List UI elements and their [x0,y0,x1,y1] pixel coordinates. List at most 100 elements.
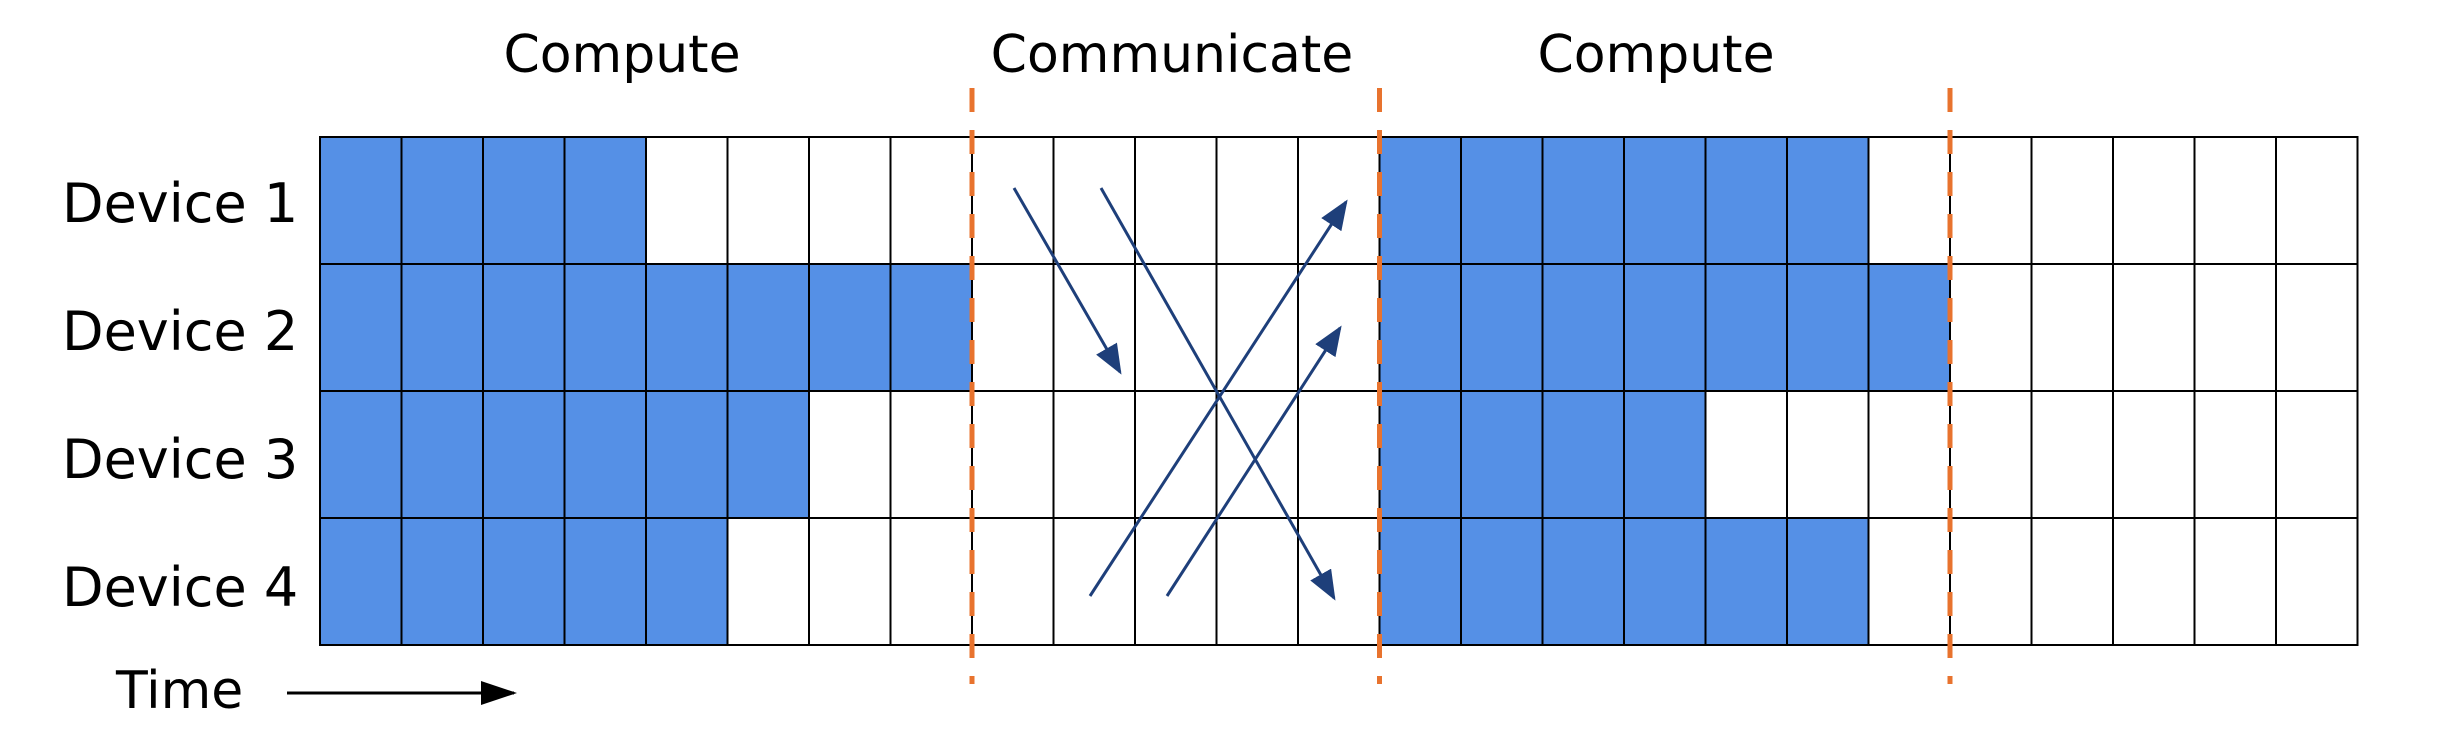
grid-cell-d1-t3-busy [482,136,566,265]
grid-cell-d3-t4-busy [563,390,647,519]
grid-cell-d1-t22-idle [2030,136,2114,265]
grid-cell-d3-t1-busy [319,390,403,519]
grid-cell-d1-t11-idle [1134,136,1218,265]
grid-cell-d4-t23-idle [2112,517,2196,646]
grid-cell-d3-t20-idle [1867,390,1951,519]
grid-cell-d3-t24-idle [2193,390,2277,519]
grid-cell-d3-t18-idle [1704,390,1788,519]
grid-cell-d4-t1-busy [319,517,403,646]
grid-cell-d2-t15-busy [1460,263,1544,392]
grid-cell-d2-t8-busy [889,263,973,392]
device-label-2: Device 2 [62,300,298,363]
grid-cell-d1-t5-idle [645,136,729,265]
grid-cell-d1-t20-idle [1867,136,1951,265]
grid-cell-d3-t10-idle [1052,390,1136,519]
grid-cell-d1-t14-busy [1378,136,1462,265]
grid-cell-d2-t7-busy [808,263,892,392]
grid-cell-d1-t18-busy [1704,136,1788,265]
grid-cell-d4-t16-busy [1541,517,1625,646]
grid-cell-d1-t2-busy [400,136,484,265]
grid-cell-d4-t4-busy [563,517,647,646]
timeline-grid [319,136,2359,646]
grid-cell-d3-t2-busy [400,390,484,519]
grid-cell-d2-t5-busy [645,263,729,392]
grid-cell-d4-t9-idle [971,517,1055,646]
grid-cell-d1-t15-busy [1460,136,1544,265]
grid-cell-d4-t12-idle [1215,517,1299,646]
transfer-arrow-device4-to-device1 [1088,199,1348,597]
grid-cell-d1-t1-busy [319,136,403,265]
grid-cell-d3-t11-idle [1134,390,1218,519]
grid-cell-d2-t21-idle [1949,263,2033,392]
grid-cell-d2-t6-busy [726,263,810,392]
grid-cell-d1-t8-idle [889,136,973,265]
transfer-arrow-device4-to-device2 [1165,325,1342,597]
grid-cell-d3-t25-idle [2275,390,2359,519]
grid-cell-d2-t2-busy [400,263,484,392]
grid-cell-d2-t24-idle [2193,263,2277,392]
grid-cell-d2-t18-busy [1704,263,1788,392]
grid-cell-d1-t9-idle [971,136,1055,265]
grid-cell-d1-t21-idle [1949,136,2033,265]
grid-cell-d2-t20-busy [1867,263,1951,392]
grid-cell-d1-t7-idle [808,136,892,265]
grid-cell-d3-t16-busy [1541,390,1625,519]
grid-cell-d4-t14-busy [1378,517,1462,646]
transfer-arrow-device1-to-device2 [1012,187,1122,375]
grid-cell-d4-t8-idle [889,517,973,646]
grid-cell-d3-t9-idle [971,390,1055,519]
grid-cell-d3-t7-idle [808,390,892,519]
device-label-4: Device 4 [62,556,298,619]
grid-cell-d3-t22-idle [2030,390,2114,519]
grid-cell-d4-t20-idle [1867,517,1951,646]
grid-cell-d4-t5-busy [645,517,729,646]
grid-cell-d3-t15-busy [1460,390,1544,519]
grid-cell-d2-t9-idle [971,263,1055,392]
grid-cell-d3-t5-busy [645,390,729,519]
grid-cell-d4-t22-idle [2030,517,2114,646]
grid-cell-d1-t10-idle [1052,136,1136,265]
grid-cell-d4-t13-idle [1297,517,1381,646]
grid-cell-d2-t22-idle [2030,263,2114,392]
grid-cell-d4-t25-idle [2275,517,2359,646]
grid-cell-d4-t10-idle [1052,517,1136,646]
phase-dividers [969,88,1953,684]
grid-cell-d2-t25-idle [2275,263,2359,392]
grid-cell-d4-t3-busy [482,517,566,646]
grid-cell-d2-t23-idle [2112,263,2196,392]
grid-cell-d3-t14-busy [1378,390,1462,519]
grid-cell-d1-t19-busy [1786,136,1870,265]
phase-label-compute-2: Compute [1537,25,1774,85]
grid-cell-d3-t17-busy [1623,390,1707,519]
grid-cell-d1-t12-idle [1215,136,1299,265]
grid-cell-d2-t14-busy [1378,263,1462,392]
grid-cell-d4-t6-idle [726,517,810,646]
grid-cell-d2-t3-busy [482,263,566,392]
device-label-1: Device 1 [62,172,298,235]
grid-cell-d2-t1-busy [319,263,403,392]
grid-cell-d4-t7-idle [808,517,892,646]
grid-cell-d1-t13-idle [1297,136,1381,265]
transfer-arrows [1012,187,1348,601]
grid-cell-d1-t16-busy [1541,136,1625,265]
grid-cell-d3-t21-idle [1949,390,2033,519]
grid-cell-d3-t6-busy [726,390,810,519]
grid-cell-d4-t15-busy [1460,517,1544,646]
grid-cell-d4-t2-busy [400,517,484,646]
grid-cell-d4-t17-busy [1623,517,1707,646]
grid-cell-d4-t18-busy [1704,517,1788,646]
grid-cell-d1-t17-busy [1623,136,1707,265]
grid-cell-d2-t16-busy [1541,263,1625,392]
grid-cell-d1-t25-idle [2275,136,2359,265]
phase-label-communicate: Communicate [991,25,1354,85]
grid-cell-d4-t19-busy [1786,517,1870,646]
grid-cell-d1-t24-idle [2193,136,2277,265]
grid-cell-d2-t19-busy [1786,263,1870,392]
grid-cell-d2-t12-idle [1215,263,1299,392]
grid-cell-d2-t17-busy [1623,263,1707,392]
grid-cell-d1-t4-busy [563,136,647,265]
grid-cell-d1-t23-idle [2112,136,2196,265]
grid-cell-d4-t24-idle [2193,517,2277,646]
device-label-3: Device 3 [62,428,298,491]
